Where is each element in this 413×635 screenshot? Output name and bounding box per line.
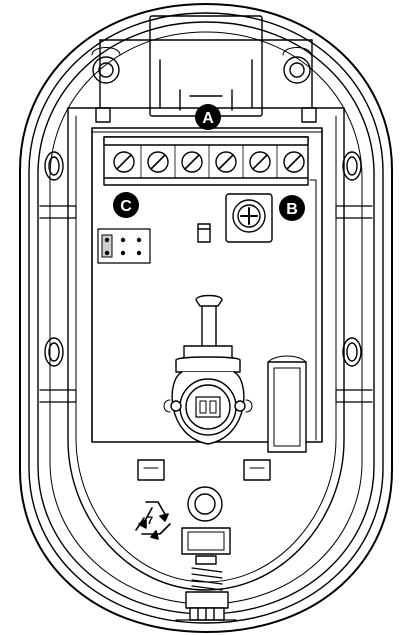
- callout-marker-c: C: [113, 192, 139, 218]
- jumper-pin: [136, 250, 142, 256]
- pcb-board: [91, 127, 323, 443]
- terminal-screw: [147, 151, 169, 173]
- pcb-bottom-clips: [137, 459, 271, 481]
- recycle-symbol: [135, 501, 171, 540]
- top-clip: [67, 15, 345, 123]
- terminal-screw: [113, 151, 135, 173]
- jumper-pin: [104, 237, 110, 243]
- terminal-screw: [181, 151, 203, 173]
- side-knockout-left-lower: [44, 337, 64, 367]
- recycle-code: 7: [147, 515, 153, 527]
- callout-label-b: B: [286, 201, 298, 218]
- led-component: [197, 223, 211, 243]
- trimmer-potentiometer: [225, 193, 273, 243]
- callout-label-c: C: [120, 198, 132, 215]
- jumper-pin: [120, 237, 126, 243]
- jumper-header: [97, 228, 151, 264]
- mounting-hole-bottom: [187, 486, 223, 522]
- terminal-screw: [249, 151, 271, 173]
- side-knockout-left-upper: [44, 151, 64, 181]
- mounting-hole-top-left: [91, 47, 121, 84]
- callout-marker-a: A: [195, 104, 221, 130]
- callout-marker-b: B: [279, 195, 305, 221]
- jumper-pin: [104, 250, 110, 256]
- side-knockout-right-upper: [342, 151, 362, 181]
- bottom-screw-assembly: [175, 527, 237, 621]
- pir-sensor-assembly: [163, 294, 253, 445]
- terminal-screw: [215, 151, 237, 173]
- side-knockout-right-lower: [342, 337, 362, 367]
- callout-label-a: A: [202, 110, 214, 127]
- jumper-pin: [136, 237, 142, 243]
- jumper-pin: [120, 250, 126, 256]
- terminal-screw: [283, 151, 305, 173]
- mounting-hole-top-right: [282, 47, 312, 84]
- terminal-block: [103, 136, 309, 186]
- side-ribs: [39, 205, 373, 403]
- tamper-switch: [267, 355, 307, 453]
